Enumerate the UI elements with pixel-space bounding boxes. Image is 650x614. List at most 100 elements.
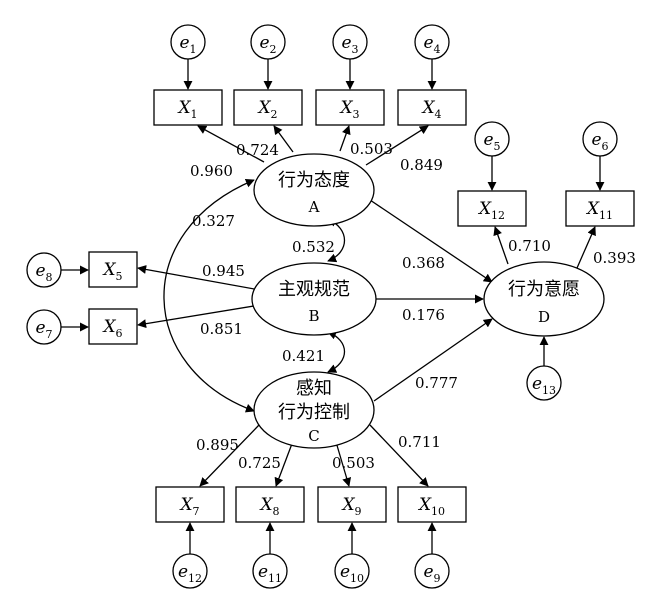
coef-c-x10: 0.711 — [398, 433, 441, 451]
error-e4: e4 — [414, 24, 450, 60]
path-a-d — [369, 199, 493, 283]
coef-b-d: 0.176 — [402, 306, 445, 324]
coef-c-d: 0.777 — [415, 374, 458, 392]
coef-c-x9: 0.503 — [332, 454, 375, 472]
coef-a-b: 0.532 — [292, 238, 335, 256]
latent-c-letter: C — [308, 427, 319, 445]
error-e13: e13 — [526, 365, 562, 401]
svg-text:e2: e2 — [259, 33, 276, 56]
svg-text:e5: e5 — [483, 130, 500, 153]
svg-text:X10: X10 — [417, 495, 445, 518]
error-e10: e10 — [334, 553, 370, 589]
latent-c: 感知 行为控制 C — [253, 371, 375, 449]
loading-a-x1 — [197, 125, 265, 163]
error-e6: e6 — [582, 121, 618, 157]
indicator-x9: X9 — [317, 486, 387, 523]
svg-text:X2: X2 — [256, 98, 277, 121]
latent-a: 行为态度 A — [253, 153, 375, 227]
error-e7: e7 — [26, 309, 62, 345]
indicator-x11: X11 — [565, 190, 635, 227]
svg-text:e6: e6 — [591, 130, 608, 153]
indicator-x3: X3 — [315, 89, 385, 126]
loading-a-x3 — [339, 125, 351, 152]
coef-a-x1: 0.960 — [190, 162, 233, 180]
indicator-x2: X2 — [233, 89, 303, 126]
edges — [61, 59, 605, 554]
svg-text:X11: X11 — [585, 199, 613, 222]
svg-text:e3: e3 — [341, 33, 358, 56]
latent-c-name-line1: 感知 — [296, 378, 332, 399]
path-c-d — [373, 318, 493, 402]
svg-text:X12: X12 — [477, 199, 505, 222]
loading-d-x11 — [576, 226, 596, 269]
correlation-b-c — [327, 330, 345, 373]
latent-d-name: 行为意愿 — [508, 279, 580, 300]
coefficient-labels: 0.960 0.724 0.503 0.849 0.327 0.532 0.94… — [190, 140, 636, 472]
latent-a-name: 行为态度 — [278, 170, 350, 191]
svg-text:e1: e1 — [179, 33, 196, 56]
loading-a-x2 — [273, 125, 294, 153]
latent-b-name: 主观规范 — [278, 279, 350, 300]
indicator-x10: X10 — [397, 486, 467, 523]
indicator-x1: X1 — [153, 89, 223, 126]
loading-c-x9 — [335, 441, 352, 487]
svg-text:e12: e12 — [178, 562, 202, 585]
error-e3: e3 — [332, 24, 368, 60]
indicator-x12: X12 — [457, 190, 527, 227]
coef-c-x8: 0.725 — [238, 454, 281, 472]
loading-a-x4 — [365, 125, 429, 166]
svg-text:e13: e13 — [532, 374, 556, 397]
svg-text:e11: e11 — [258, 562, 282, 585]
correlation-a-c — [163, 178, 255, 413]
error-e5: e5 — [474, 121, 510, 157]
error-e12: e12 — [172, 553, 208, 589]
coef-b-x5: 0.945 — [202, 262, 245, 280]
error-e1: e1 — [170, 24, 206, 60]
svg-text:X6: X6 — [101, 317, 122, 340]
latent-variables: 行为态度 A 主观规范 B 感知 行为控制 C 行为意愿 D — [251, 153, 605, 449]
loading-d-x12 — [493, 226, 509, 265]
indicator-x5: X5 — [88, 251, 138, 288]
latent-c-name-line2: 行为控制 — [278, 402, 350, 423]
coef-a-x3: 0.503 — [350, 140, 393, 158]
svg-text:X4: X4 — [420, 98, 441, 121]
loading-b-x5 — [137, 265, 261, 291]
indicator-x8: X8 — [235, 486, 305, 523]
latent-a-letter: A — [308, 198, 320, 216]
coef-c-x7: 0.895 — [196, 436, 239, 454]
coef-d-x12: 0.710 — [508, 237, 551, 255]
error-e11: e11 — [252, 553, 288, 589]
coef-a-c: 0.327 — [192, 212, 235, 230]
loading-c-x10 — [369, 424, 429, 487]
latent-d-letter: D — [538, 308, 550, 326]
svg-text:X1: X1 — [176, 98, 197, 121]
latent-b: 主观规范 B — [251, 262, 377, 336]
coef-b-c: 0.421 — [282, 347, 325, 365]
indicators: X1 X2 X3 X4 X5 X6 X7 X8 — [88, 89, 635, 523]
loading-b-x6 — [137, 304, 261, 329]
error-e9: e9 — [414, 553, 450, 589]
indicator-x7: X7 — [155, 486, 225, 523]
svg-text:e4: e4 — [423, 33, 440, 56]
coef-a-x2: 0.724 — [236, 141, 279, 159]
svg-text:e9: e9 — [423, 562, 440, 585]
loading-c-x8 — [274, 440, 294, 487]
latent-d: 行为意愿 D — [483, 261, 605, 337]
error-terms: e1 e2 e3 e4 e5 e6 e7 e8 — [26, 24, 618, 589]
error-e8: e8 — [26, 252, 62, 288]
coef-a-x4: 0.849 — [400, 156, 443, 174]
indicator-x4: X4 — [397, 89, 467, 126]
latent-b-letter: B — [308, 307, 319, 325]
svg-text:X3: X3 — [338, 98, 359, 121]
loading-c-x7 — [199, 424, 260, 487]
coef-d-x11: 0.393 — [593, 249, 636, 267]
svg-text:e10: e10 — [340, 562, 364, 585]
svg-text:e8: e8 — [35, 261, 52, 284]
svg-text:e7: e7 — [35, 318, 52, 341]
svg-text:X9: X9 — [340, 495, 361, 518]
error-e2: e2 — [250, 24, 286, 60]
indicator-x6: X6 — [88, 308, 138, 345]
svg-text:X7: X7 — [178, 495, 199, 518]
coef-a-d: 0.368 — [402, 254, 445, 272]
